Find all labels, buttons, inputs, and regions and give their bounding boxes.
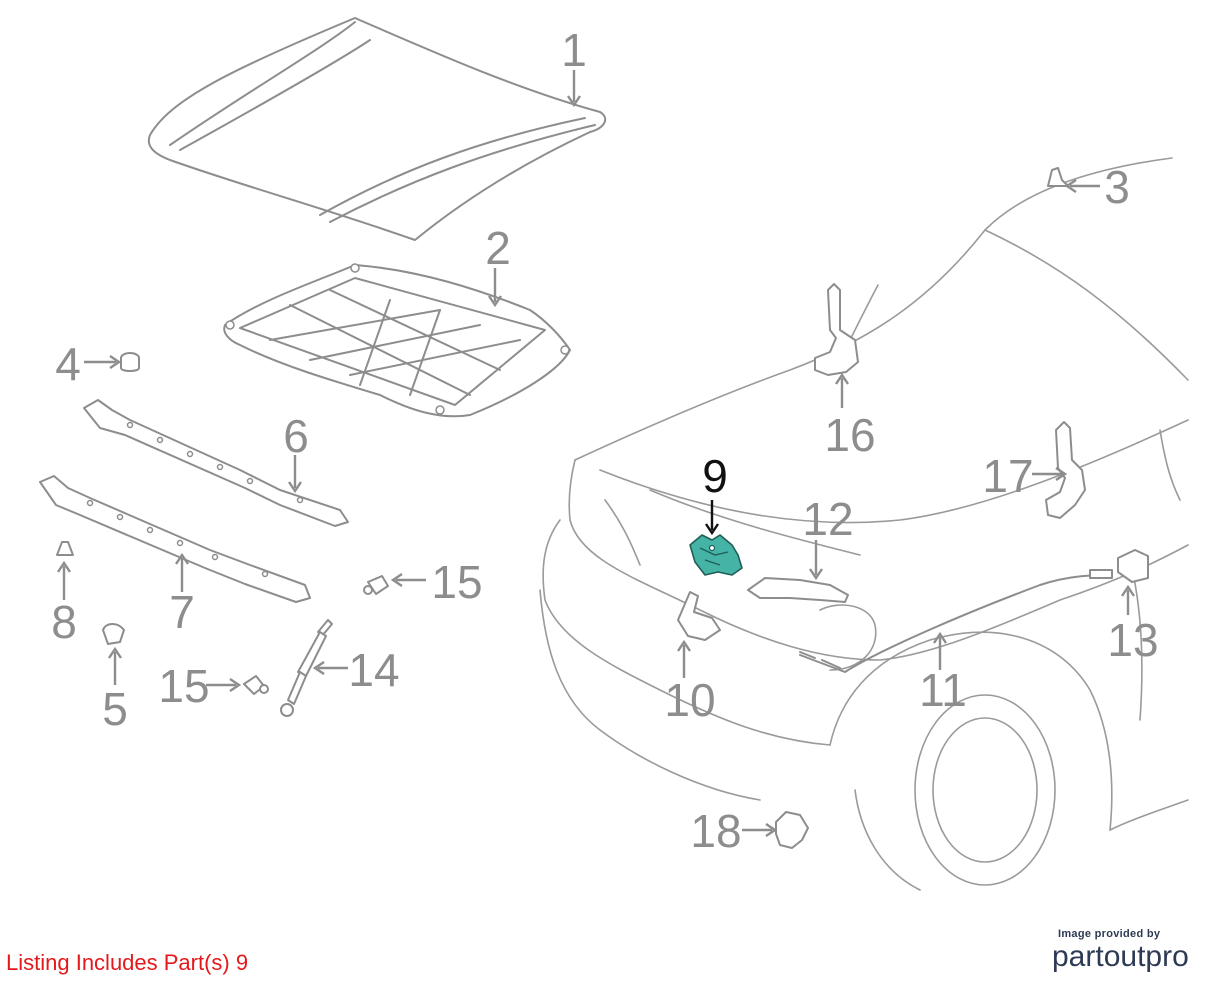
callout-15-upper: 15 xyxy=(431,556,482,608)
callout-17: 17 xyxy=(982,450,1033,502)
callout-16: 16 xyxy=(824,409,875,461)
part-18-grommet xyxy=(775,811,809,849)
listing-includes-note: Listing Includes Part(s) 9 xyxy=(6,950,249,975)
credit-caption: Image provided by xyxy=(1058,928,1161,940)
part-14-support-strut xyxy=(280,619,333,717)
callout-9-highlighted: 9 xyxy=(702,450,728,502)
vehicle-outline xyxy=(539,157,1189,891)
callout-3: 3 xyxy=(1104,161,1130,213)
part-16-hinge-left xyxy=(814,283,859,376)
callout-11: 11 xyxy=(919,664,967,716)
callout-1: 1 xyxy=(561,24,587,76)
part-5-retainer xyxy=(102,623,125,645)
callout-12: 12 xyxy=(802,493,853,545)
leader-lines xyxy=(57,70,1135,837)
part-7-seal-lower xyxy=(39,475,311,603)
part-10-safety-catch xyxy=(677,591,721,641)
callout-13: 13 xyxy=(1107,614,1158,666)
part-15-ball-stud-upper xyxy=(363,575,389,595)
callout-8: 8 xyxy=(51,596,77,648)
image-credit: Image provided by partoutpro xyxy=(1052,928,1202,974)
partoutpro-logo: partoutpro xyxy=(1052,940,1189,973)
part-13-release-handle xyxy=(1117,549,1149,583)
callout-4: 4 xyxy=(55,338,81,390)
part-3-clip xyxy=(1047,167,1069,187)
part-2-hood-inner-frame xyxy=(223,263,571,418)
part-1-hood xyxy=(147,17,607,241)
callout-15-lower: 15 xyxy=(158,660,209,712)
part-6-seal-upper xyxy=(83,399,349,527)
part-15-ball-stud-lower xyxy=(243,675,269,695)
part-11-release-cable xyxy=(799,569,1113,673)
part-4-cushion xyxy=(120,352,140,372)
callout-10: 10 xyxy=(664,674,715,726)
callout-14: 14 xyxy=(348,644,399,696)
callout-7: 7 xyxy=(169,586,195,638)
part-12-latch-bracket xyxy=(747,577,849,603)
callout-5: 5 xyxy=(102,683,128,735)
part-8-push-clip xyxy=(56,541,74,556)
part-9-hood-latch xyxy=(689,534,743,576)
callout-labels: 1 2 3 4 5 6 7 8 9 10 11 12 13 14 15 15 1… xyxy=(51,24,1158,857)
callout-18: 18 xyxy=(690,805,741,857)
callout-6: 6 xyxy=(283,410,309,462)
part-17-hinge-right xyxy=(1045,421,1086,519)
callout-2: 2 xyxy=(485,222,511,274)
